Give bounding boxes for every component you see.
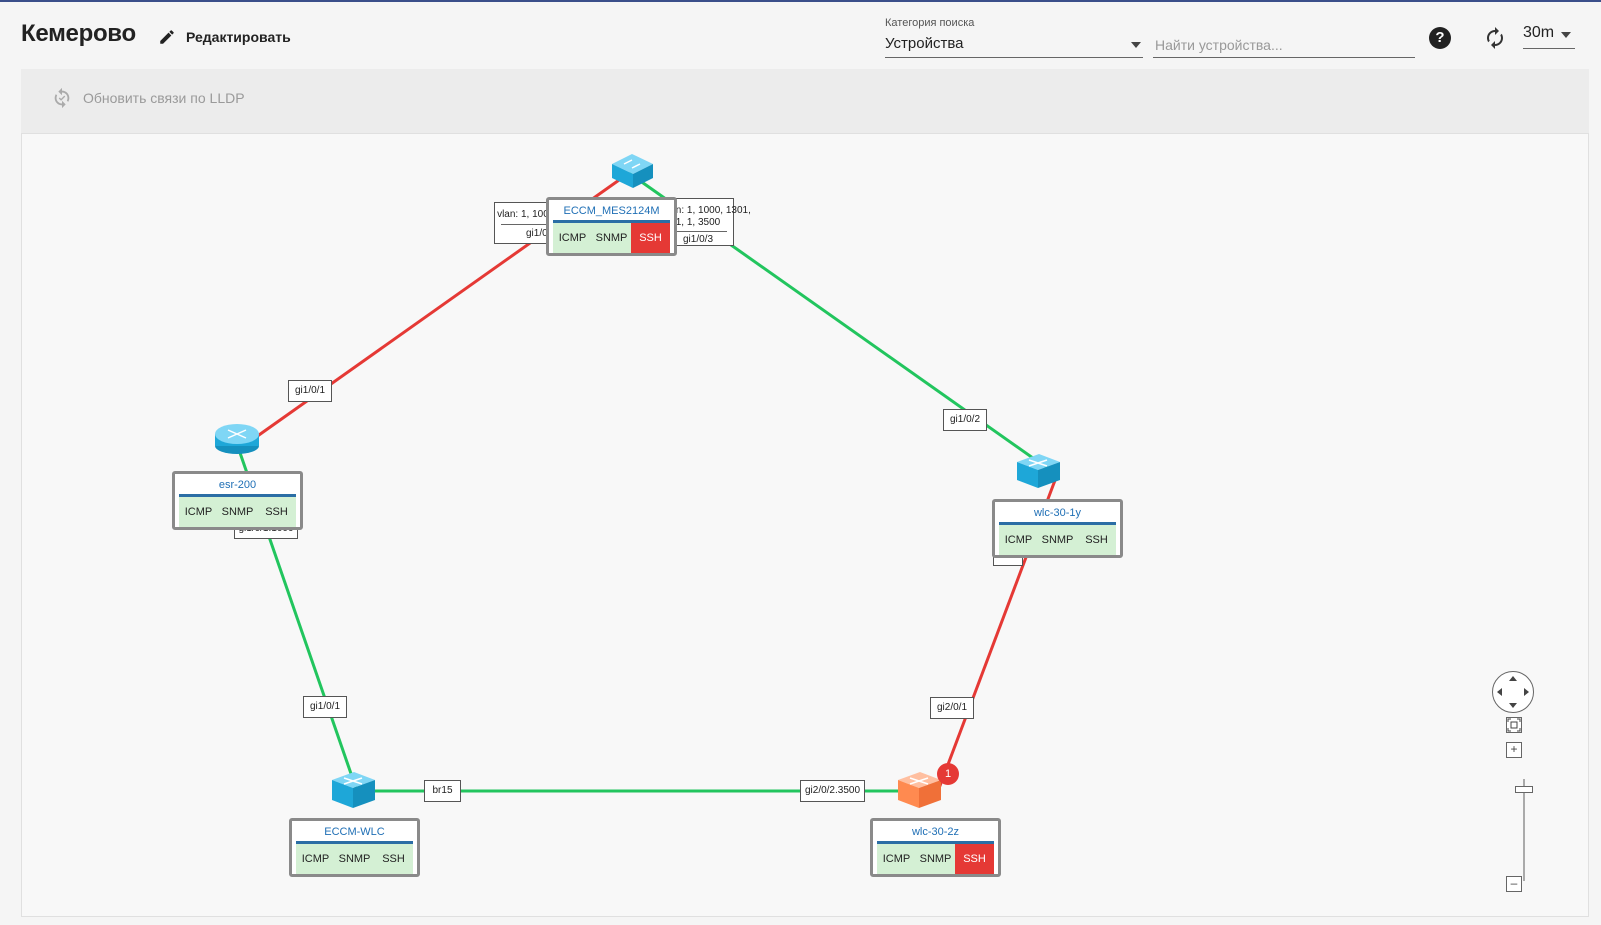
edit-button[interactable]: Редактировать xyxy=(158,24,291,50)
device-card-esr-200[interactable]: esr-200 ICMP SNMP SSH xyxy=(172,471,303,530)
refresh-interval-value: 30m xyxy=(1523,24,1555,41)
pan-arrows-icon xyxy=(1497,676,1529,708)
device-card-wlc-30-1y[interactable]: wlc-30-1y ICMP SNMP SSH xyxy=(992,499,1123,558)
device-card-wlc-30-2z[interactable]: wlc-30-2z ICMP SNMP SSH xyxy=(870,818,1001,877)
search-category-select[interactable]: Устройства xyxy=(885,35,1143,58)
port-label: br15 xyxy=(424,780,461,802)
service-badge-ssh: SSH xyxy=(1077,525,1116,555)
refresh-interval-select[interactable]: 30m xyxy=(1523,24,1575,49)
service-badge-snmp: SNMP xyxy=(1038,525,1077,555)
zoom-slider-handle[interactable] xyxy=(1515,786,1533,793)
device-name: ECCM-WLC xyxy=(324,826,385,838)
service-badge-ssh: SSH xyxy=(631,223,670,253)
service-badge-ssh: SSH xyxy=(374,844,413,874)
pan-control[interactable] xyxy=(1492,671,1534,713)
search-category-value: Устройства xyxy=(885,35,964,52)
service-badge-icmp: ICMP xyxy=(179,497,218,527)
device-card-eccm-mes2124m[interactable]: ECCM_MES2124M ICMP SNMP SSH xyxy=(546,197,677,256)
device-name: ECCM_MES2124M xyxy=(563,205,660,217)
switch-icon[interactable] xyxy=(332,772,375,808)
service-badge-ssh: SSH xyxy=(257,497,296,527)
alarm-count-badge[interactable]: 1 xyxy=(937,763,959,785)
service-status-row: ICMP SNMP SSH xyxy=(999,525,1116,555)
device-name-underline xyxy=(877,841,994,844)
switch-icon[interactable] xyxy=(1017,454,1060,488)
switch-icon[interactable] xyxy=(612,154,653,188)
fit-to-screen-button[interactable] xyxy=(1506,717,1522,733)
device-card-eccm-wlc[interactable]: ECCM-WLC ICMP SNMP SSH xyxy=(289,818,420,877)
topology-map[interactable]: vlan: 1, 1000, 1301, gi1/0/1 vlan: 1, 10… xyxy=(21,133,1589,917)
service-badge-ssh: SSH xyxy=(955,844,994,874)
search-category-label: Категория поиска xyxy=(885,17,975,29)
help-icon[interactable]: ? xyxy=(1429,27,1451,49)
map-toolbar: Обновить связи по LLDP xyxy=(21,69,1589,133)
device-name-underline xyxy=(179,494,296,497)
top-accent-line xyxy=(0,0,1601,2)
device-name: esr-200 xyxy=(218,479,257,491)
service-badge-snmp: SNMP xyxy=(335,844,374,874)
port-label: gi2/0/1 xyxy=(930,697,974,719)
edit-button-label: Редактировать xyxy=(186,29,291,45)
service-badge-icmp: ICMP xyxy=(877,844,916,874)
lldp-refresh-button[interactable]: Обновить связи по LLDP xyxy=(51,87,245,109)
switch-icon[interactable] xyxy=(898,772,941,808)
service-badge-snmp: SNMP xyxy=(916,844,955,874)
chevron-down-icon xyxy=(1561,32,1571,38)
page-title: Кемерово xyxy=(21,20,136,47)
service-badge-icmp: ICMP xyxy=(553,223,592,253)
device-name: wlc-30-1y xyxy=(1033,507,1082,519)
zoom-in-button[interactable]: + xyxy=(1506,742,1522,758)
port-label: gi1/0/2 xyxy=(943,409,987,431)
service-status-row: ICMP SNMP SSH xyxy=(296,844,413,874)
pencil-icon xyxy=(160,30,174,44)
zoom-out-button[interactable]: – xyxy=(1506,876,1522,892)
router-icon[interactable] xyxy=(215,424,259,454)
refresh-icon[interactable] xyxy=(1483,26,1507,50)
service-badge-snmp: SNMP xyxy=(592,223,631,253)
fit-screen-icon xyxy=(1507,718,1521,732)
device-search-input[interactable] xyxy=(1153,33,1415,58)
service-badge-snmp: SNMP xyxy=(218,497,257,527)
zoom-slider-track[interactable] xyxy=(1523,779,1525,881)
service-status-row: ICMP SNMP SSH xyxy=(179,497,296,527)
device-name-underline xyxy=(296,841,413,844)
port-label: gi2/0/2.3500 xyxy=(800,780,865,802)
port-label: gi1/0/1 xyxy=(288,380,332,402)
device-name-underline xyxy=(999,522,1116,525)
service-badge-icmp: ICMP xyxy=(999,525,1038,555)
lldp-refresh-label: Обновить связи по LLDP xyxy=(83,90,245,106)
page-header: Кемерово Редактировать Категория поиска … xyxy=(0,2,1601,66)
service-status-row: ICMP SNMP SSH xyxy=(877,844,994,874)
chevron-down-icon xyxy=(1131,42,1141,48)
service-status-row: ICMP SNMP SSH xyxy=(553,223,670,253)
service-badge-icmp: ICMP xyxy=(296,844,335,874)
port-label: gi1/0/1 xyxy=(303,696,347,718)
device-name-underline xyxy=(553,220,670,223)
sync-check-icon xyxy=(54,87,70,109)
device-name: wlc-30-2z xyxy=(911,826,960,838)
